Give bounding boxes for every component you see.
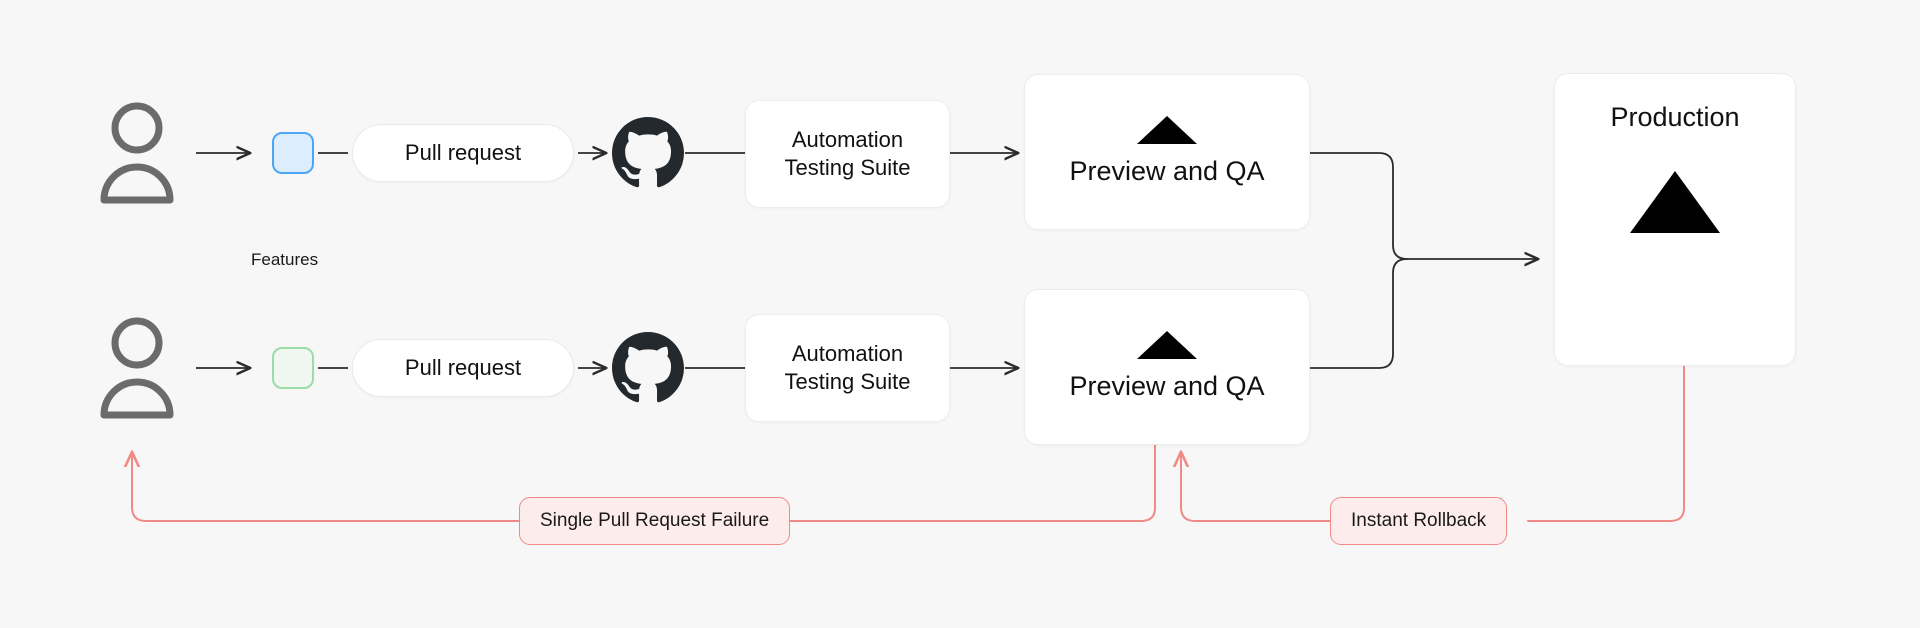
vercel-triangle-icon-top [1137,115,1197,144]
pull-request-label-bottom: Pull request [404,355,522,380]
preview-and-qa-card-top[interactable]: Preview and QA [1024,74,1310,230]
production-card[interactable]: Production [1554,73,1796,366]
testing-line-2-bottom: Testing Suite [784,369,911,394]
github-icon-bottom [612,332,684,404]
testing-line-1-bottom: Automation [791,340,904,366]
single-pull-request-failure-label: Single Pull Request Failure [540,510,770,531]
vercel-triangle-icon-bottom [1137,330,1197,359]
preview-and-qa-card-bottom[interactable]: Preview and QA [1024,289,1310,445]
instant-rollback-label: Instant Rollback [1351,510,1487,531]
features-label: Features [251,250,318,270]
production-label: Production [1610,102,1740,132]
pull-request-node-bottom[interactable]: Pull request [352,339,574,397]
single-pull-request-failure-badge[interactable]: Single Pull Request Failure [519,497,791,545]
automation-testing-suite-card-bottom[interactable]: Automation Testing Suite [745,314,950,422]
preview-and-qa-label-top: Preview and QA [1069,155,1265,186]
preview-and-qa-label-bottom: Preview and QA [1069,370,1265,401]
connector-merge-to-production [1309,152,1538,369]
pull-request-node-top[interactable]: Pull request [352,124,574,182]
github-icon-top [612,117,684,189]
features-text: Features [251,250,319,269]
automation-testing-suite-card-top[interactable]: Automation Testing Suite [745,100,950,208]
testing-line-2-top: Testing Suite [784,155,911,180]
instant-rollback-badge[interactable]: Instant Rollback [1330,497,1508,545]
developer-person-icon-bottom [98,315,176,421]
branch-chip-top[interactable] [272,132,314,174]
pull-request-label-top: Pull request [404,140,522,165]
developer-person-icon-top [98,100,176,206]
vercel-triangle-icon-production [1630,170,1720,233]
testing-line-1-top: Automation [791,126,904,152]
branch-chip-bottom[interactable] [272,347,314,389]
